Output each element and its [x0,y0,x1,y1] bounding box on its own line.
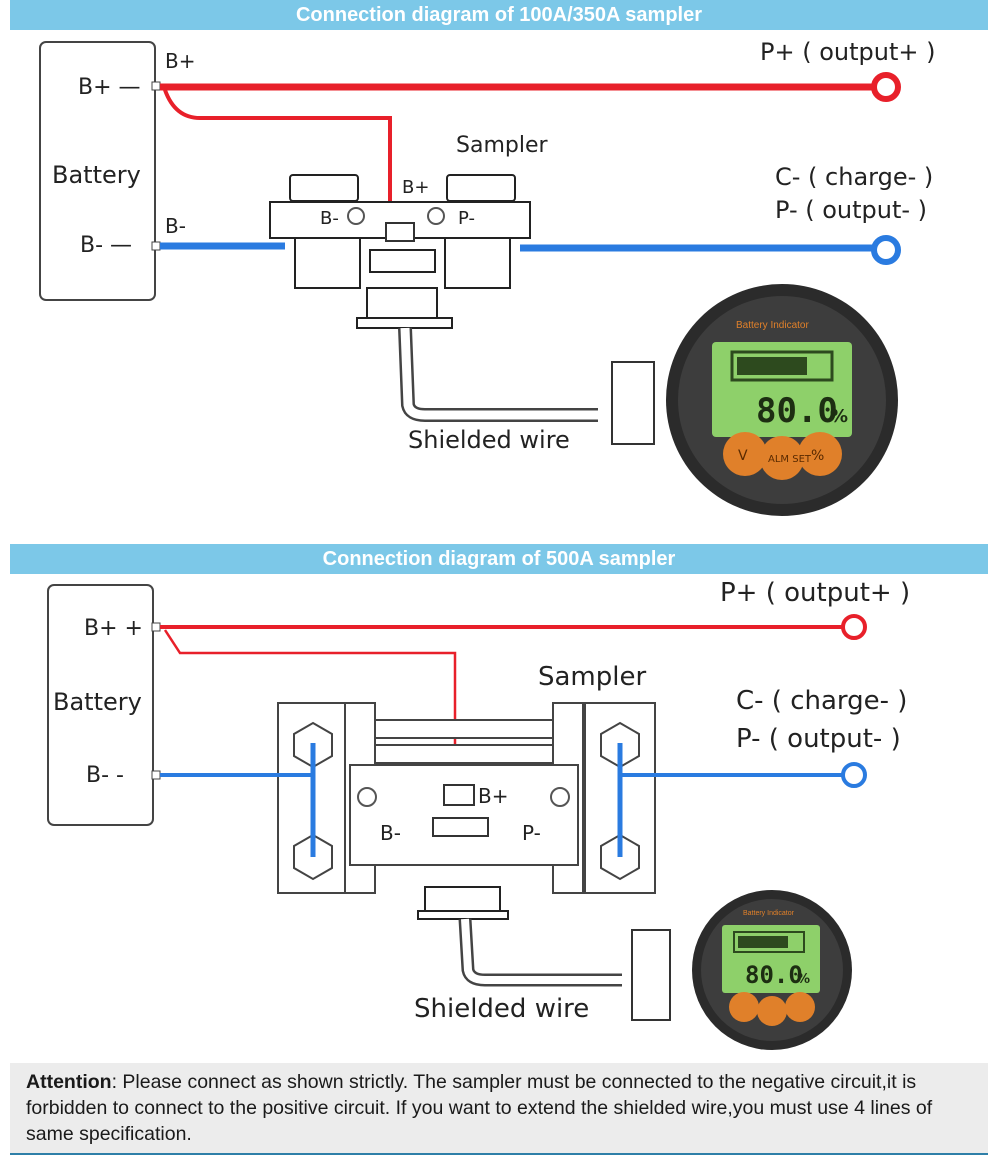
shielded-wire-cable [398,327,598,422]
charge-minus-label: C- ( charge- ) [736,686,907,716]
output-minus-label: P- ( output- ) [775,196,927,224]
output-minus-terminal [871,235,901,265]
meter-connector [611,361,655,445]
meter-button-percent: % [811,448,824,464]
sampler-bplus-label: B+ [478,784,508,808]
sampler-bminus-label: B- [380,821,401,845]
attention-text: : Please connect as shown strictly. The … [26,1071,933,1145]
sampler-pminus-label: P- [458,208,475,229]
battery-bplus-terminal-label: B+ + [84,616,143,641]
sampler-bplus-sense-wire [163,89,392,230]
shielded-wire-label: Shielded wire [414,994,589,1024]
sampler-100a-350a-diagram: Battery B+ — B- — B+ B- Sampler B+ B- P-… [39,38,935,516]
battery-box [39,41,156,301]
output-plus-label: P+ ( output+ ) [760,38,935,66]
battery-bplus-terminal-label: B+ — [78,75,141,100]
sampler-shunt-body [277,702,656,920]
bminus-terminal-node [151,770,161,780]
sampler-label: Sampler [456,133,548,158]
output-minus-terminal [841,762,867,788]
shielded-wire-cable [458,918,622,987]
bottom-diagram-banner: Connection diagram of 500A sampler [10,544,988,574]
bplus-terminal-node [151,622,161,632]
sampler-bminus-label: B- [320,208,339,229]
battery-indicator-meter [666,284,898,516]
output-plus-terminal [841,614,867,640]
meter-button-voltage: V [738,448,748,464]
output-minus-label: P- ( output- ) [736,724,901,754]
bminus-terminal-node [151,241,161,251]
meter-unit: % [797,972,810,987]
shielded-wire-label: Shielded wire [408,426,570,454]
bplus-terminal-node [151,81,161,91]
attention-notice: Attention: Please connect as shown stric… [10,1063,988,1155]
bminus-wire-label: B- [165,214,186,238]
battery-bminus-terminal-label: B- — [80,233,132,258]
battery-box [47,584,154,826]
sampler-label: Sampler [538,662,646,692]
output-plus-terminal [871,72,901,102]
battery-indicator-meter [692,890,852,1050]
bplus-wire-label: B+ [165,49,195,73]
meter-title: Battery Indicator [736,320,809,331]
charge-minus-label: C- ( charge- ) [775,163,933,191]
attention-label: Attention [26,1071,112,1093]
meter-title: Battery Indicator [743,910,795,917]
battery-label: Battery [52,161,141,189]
battery-label: Battery [53,688,142,716]
sampler-500a-diagram: Battery B+ + B- - Sampler B+ B- P- P+ ( … [47,578,910,1050]
meter-reading: 80.0 [745,961,803,989]
sampler-bplus-label: B+ [402,177,429,198]
meter-button-alarm-set: ALM SET [768,454,812,465]
meter-reading: 80.0 [756,391,838,431]
sampler-body [269,174,531,329]
top-diagram-banner: Connection diagram of 100A/350A sampler [10,0,988,30]
meter-connector [631,929,671,1021]
meter-unit: % [830,406,848,427]
sampler-pminus-label: P- [522,821,541,845]
output-plus-label: P+ ( output+ ) [720,578,910,608]
battery-bminus-terminal-label: B- - [86,763,124,788]
